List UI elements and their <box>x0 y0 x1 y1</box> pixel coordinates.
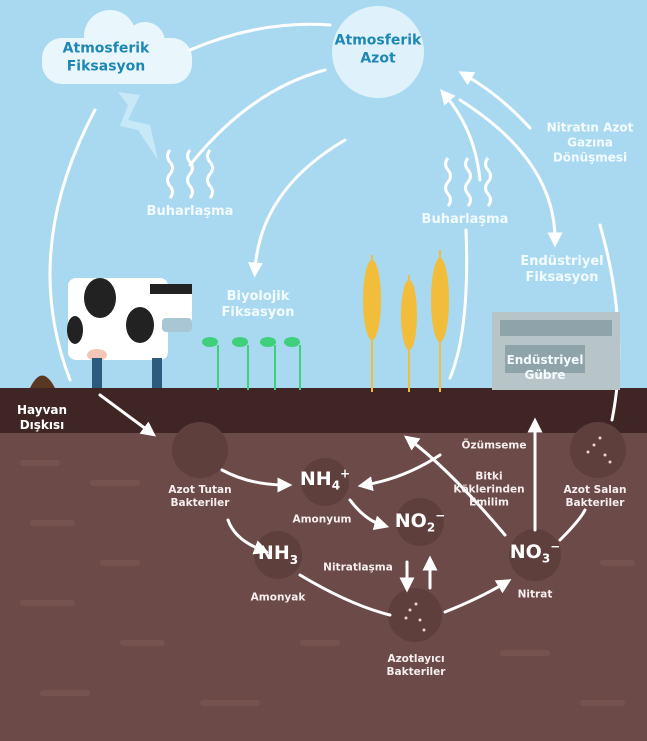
label-line: Azot Tutan <box>168 483 232 496</box>
label-line: Azot <box>360 50 396 66</box>
label-line: Fiksasyon <box>525 270 599 285</box>
cycle-arrows <box>48 22 621 617</box>
label-line: Bitki <box>475 470 503 483</box>
label-line: Emilim <box>469 496 509 509</box>
animal-waste-icon <box>30 375 55 388</box>
cloud-icon <box>42 10 192 84</box>
label-line: Atmosferik <box>334 32 422 49</box>
formula-charge: − <box>435 508 446 523</box>
atmospheric-nitrogen-circle <box>332 6 424 98</box>
formula-base: NH <box>257 542 290 565</box>
label-line: Köklerinden <box>453 483 525 496</box>
label-line: Dışkısı <box>19 418 65 432</box>
formula-charge: − <box>550 539 561 554</box>
ammonia-label: Amonyak <box>250 591 306 604</box>
formula-subscript: 2 <box>426 520 436 535</box>
label-line: Atmosferik <box>62 40 150 57</box>
nitrate-formula: NO3− <box>510 539 560 566</box>
nitrification-label: Nitratlaşma <box>323 561 393 574</box>
label-line: Bakteriler <box>170 497 230 509</box>
formula-subscript: 3 <box>289 552 299 567</box>
ammonium-label: Amonyum <box>292 513 352 526</box>
label-line: Gazına <box>567 135 613 150</box>
label-line: Endüstriyel <box>506 353 584 367</box>
soil-texture <box>20 460 635 706</box>
label-line: Nitratın Azot <box>546 120 634 135</box>
label-line: Bakteriler <box>386 666 446 678</box>
formula-charge: + <box>340 466 351 481</box>
formula-subscript: 3 <box>541 551 551 566</box>
formula-base: NO <box>509 540 542 563</box>
molecule-bubbles <box>172 422 626 642</box>
assimilation-label: Özümseme <box>461 439 527 452</box>
lightning-icon <box>118 92 158 160</box>
formula-base: NO <box>394 509 427 532</box>
bacteria-dots <box>404 436 612 632</box>
wheat-icon <box>363 250 449 392</box>
label-line: Endüstriyel <box>520 253 604 269</box>
ammonia-formula: NH3 <box>258 542 298 568</box>
nitrite-formula: NO2− <box>395 508 445 535</box>
label-line: Dönüşmesi <box>552 150 628 165</box>
evaporation-right-label: Buharlaşma <box>421 211 509 227</box>
label-line: Azotlayıcı <box>387 652 445 665</box>
label-line: Gübre <box>524 368 566 382</box>
label-line: Hayvan <box>16 403 68 417</box>
label-line: Biyolojik <box>226 288 290 304</box>
label-line: Fiksasyon <box>66 58 146 74</box>
factory-building-icon <box>492 312 620 390</box>
label-line: Fiksasyon <box>221 305 295 320</box>
formula-base: NH <box>299 467 332 490</box>
formula-subscript: 4 <box>331 478 341 493</box>
cow-icon <box>67 278 192 388</box>
label-line: Bakteriler <box>565 497 625 509</box>
ammonium-formula: NH4+ <box>300 466 350 493</box>
topsoil <box>0 388 647 433</box>
evaporation-waves-icon <box>166 149 492 207</box>
legume-plants-icon <box>202 337 301 390</box>
label-line: Azot Salan <box>563 483 627 496</box>
nitrate-label: Nitrat <box>517 588 553 601</box>
evaporation-left-label: Buharlaşma <box>146 203 234 219</box>
